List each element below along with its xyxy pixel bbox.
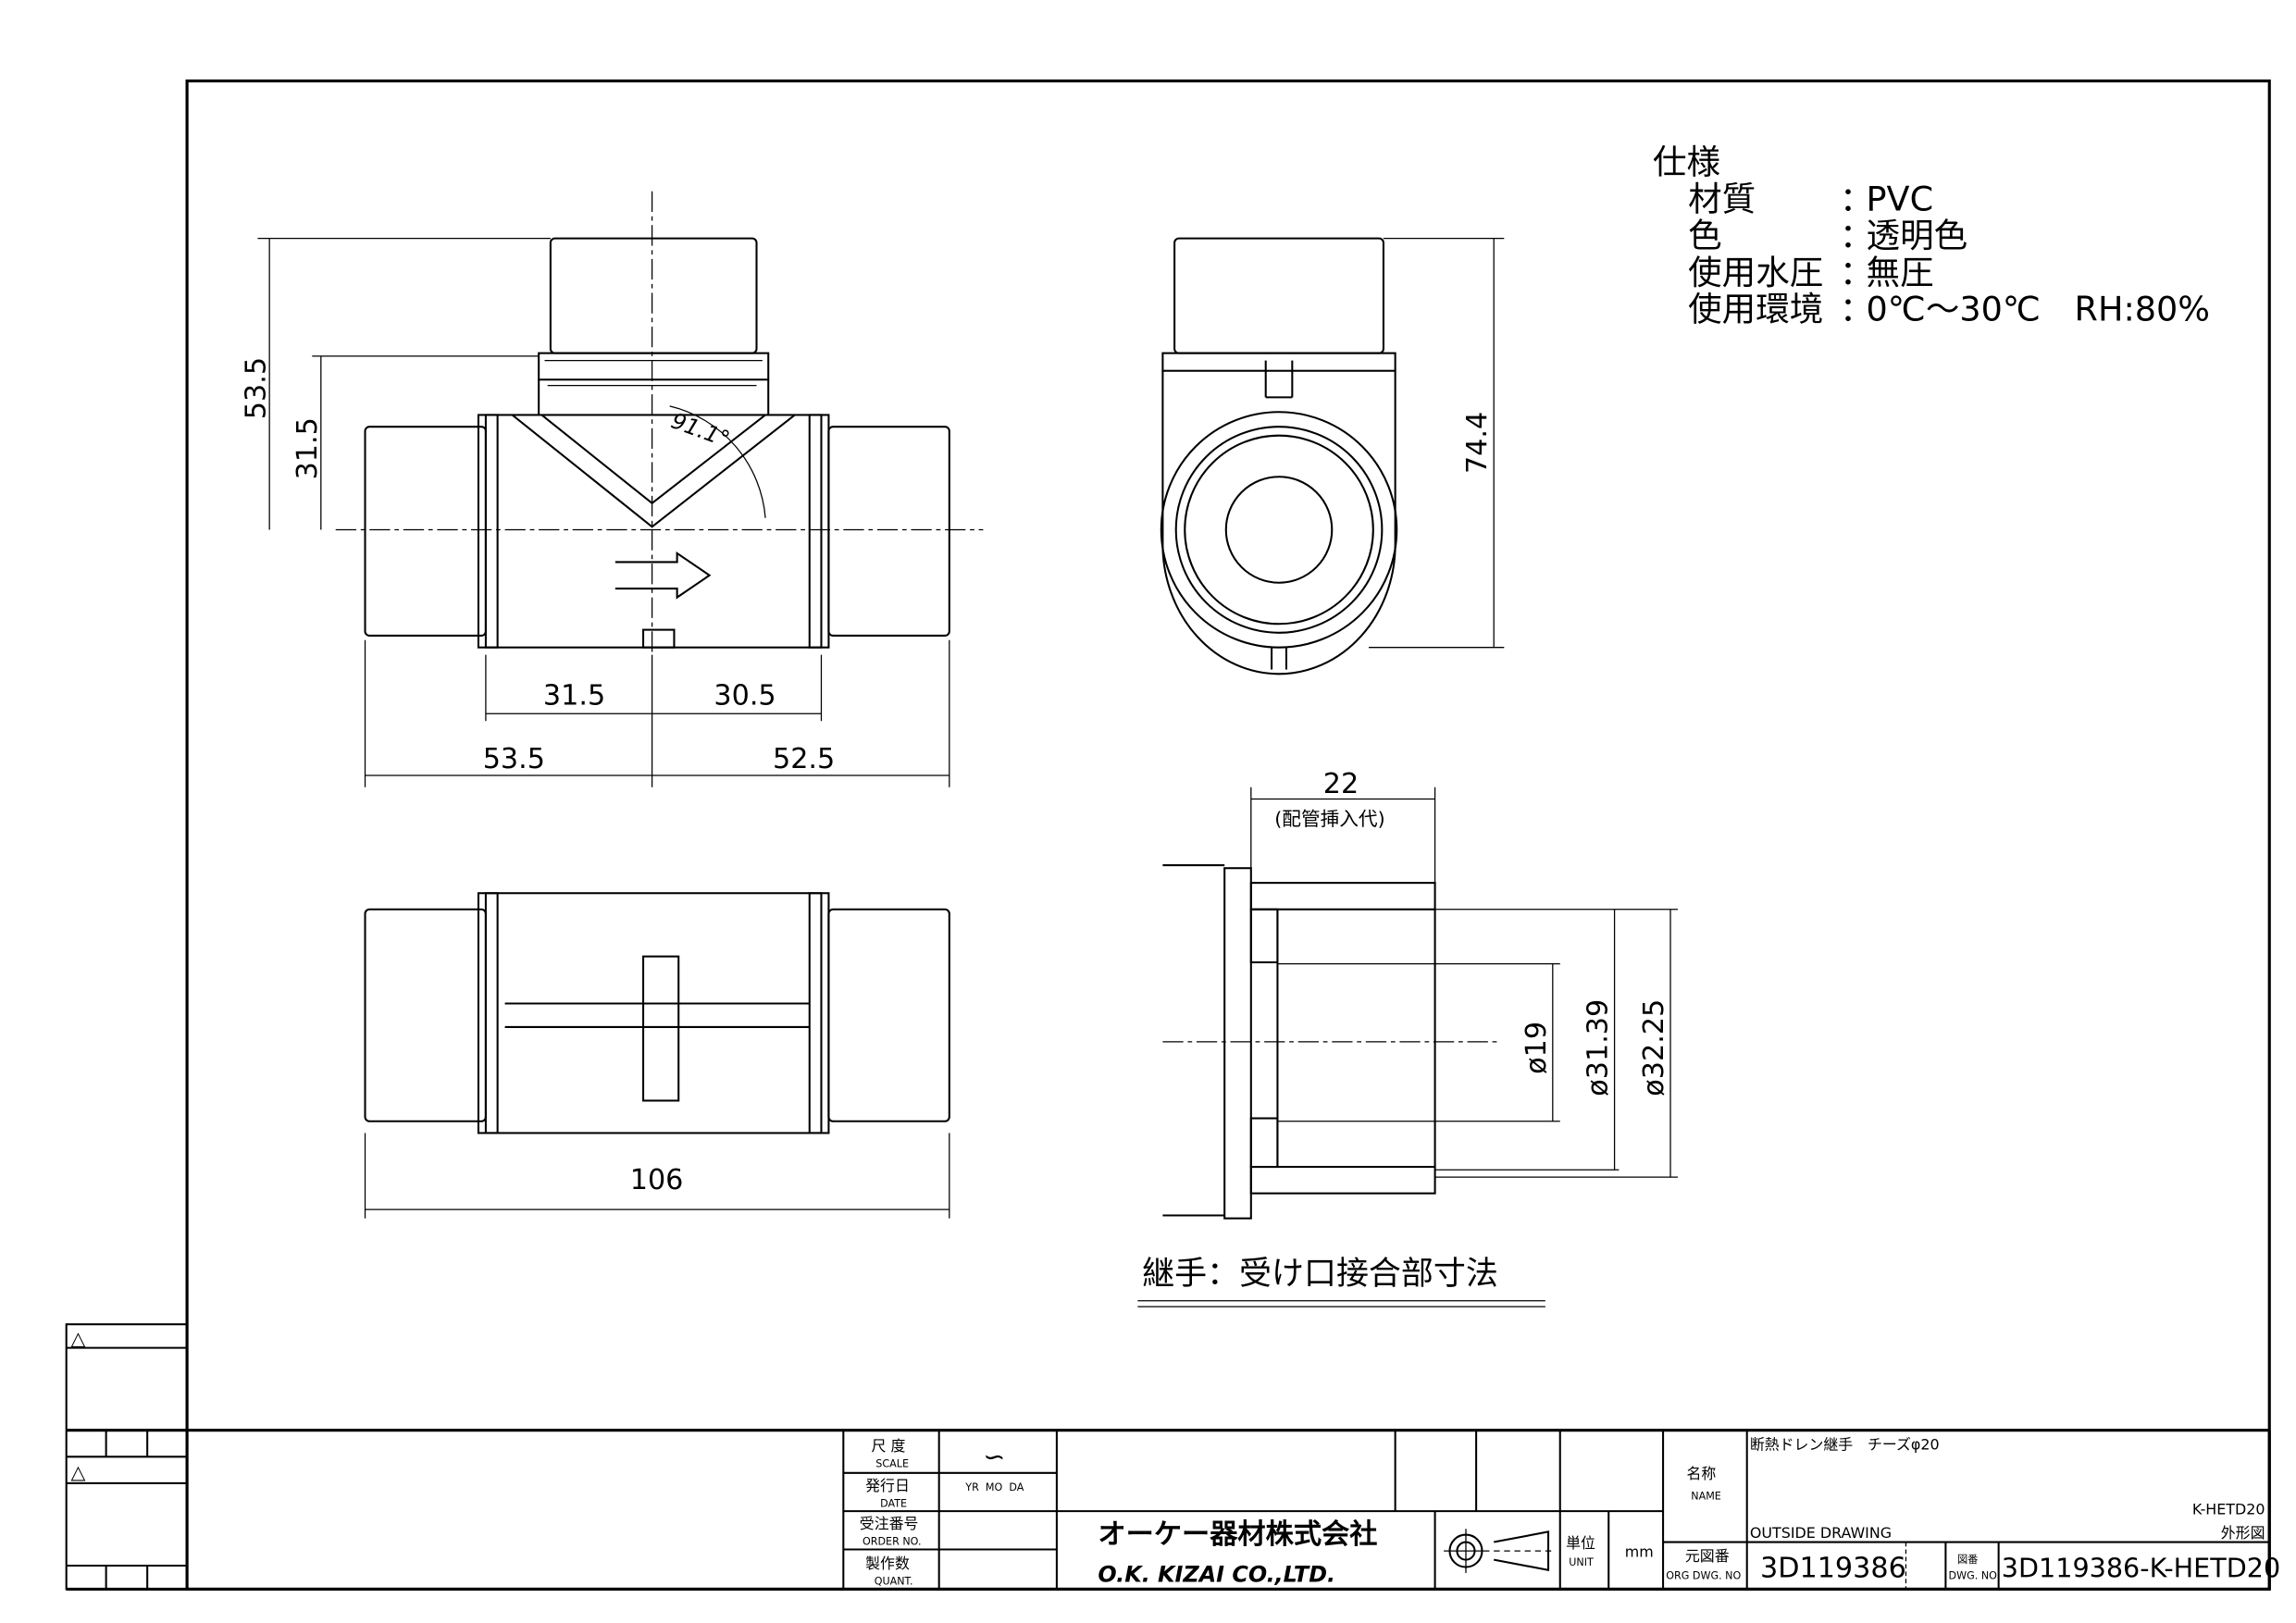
third-angle-projection-icon bbox=[1444, 1529, 1553, 1573]
order-label-en: ORDER NO. bbox=[863, 1536, 922, 1548]
dim-length: 106 bbox=[630, 1164, 684, 1196]
name-label-en: NAME bbox=[1691, 1490, 1721, 1502]
spec-sep: ： bbox=[1840, 253, 1874, 292]
model-number: K-HETD20 bbox=[2192, 1500, 2265, 1518]
section-caption: 継手：受け口接合部寸法 bbox=[1142, 1256, 1498, 1293]
date-label: 発行日 bbox=[865, 1477, 910, 1494]
spec-row: 使用環境 ： 0℃～30℃ RH:80% bbox=[1688, 290, 2210, 329]
dim-insert: 22 bbox=[1323, 768, 1359, 800]
quant-label: 製作数 bbox=[865, 1555, 910, 1572]
spec-value: PVC bbox=[1867, 179, 1934, 218]
order-label: 受注番号 bbox=[860, 1515, 919, 1532]
spec-value: 0℃～30℃ RH:80% bbox=[1867, 290, 2211, 329]
org-dwg-value: 3D119386 bbox=[1760, 1553, 1906, 1585]
spec-label: 使用水圧 bbox=[1688, 253, 1823, 292]
dim-left-inner: 31.5 bbox=[543, 680, 605, 712]
scale-label-en: SCALE bbox=[875, 1457, 909, 1469]
company-name-en: O.K. KIZAI CO.,LTD. bbox=[1098, 1561, 1335, 1587]
spec-heading: 仕様 bbox=[1653, 142, 1720, 182]
scale-value: ∽ bbox=[983, 1441, 1005, 1472]
spec-block: 仕様 材質 ： PVC 色 ： 透明色 使用水圧 ： 無圧 使用環境 ： 0℃～… bbox=[1653, 142, 2210, 329]
dwg-label-en: DWG. NO bbox=[1949, 1569, 1998, 1581]
unit-label: 単位 bbox=[1566, 1534, 1595, 1552]
spec-value: 無圧 bbox=[1867, 253, 1934, 292]
revision-block: △ △ bbox=[65, 1323, 189, 1591]
date-value: YR MO DA bbox=[964, 1481, 1024, 1493]
spec-row: 材質 ： PVC bbox=[1688, 179, 1933, 218]
revision-mark: △ bbox=[70, 1327, 85, 1349]
spec-sep: ： bbox=[1840, 290, 1874, 329]
spec-label: 色 bbox=[1688, 216, 1722, 255]
spec-row: 使用水圧 ： 無圧 bbox=[1688, 253, 1934, 292]
spec-row: 色 ： 透明色 bbox=[1688, 216, 1967, 255]
org-dwg-label: 元図番 bbox=[1685, 1547, 1730, 1565]
side-view: 74.4 bbox=[1160, 237, 1505, 675]
dim-height-center: 31.5 bbox=[292, 417, 324, 479]
unit-value: mm bbox=[1625, 1542, 1654, 1560]
drawing-type: 外形図 bbox=[2221, 1524, 2265, 1542]
dim-right-outer: 52.5 bbox=[773, 743, 835, 775]
dia-32-25: ø32.25 bbox=[1638, 999, 1670, 1096]
spec-sep: ： bbox=[1840, 216, 1874, 255]
title-block: 尺 度 SCALE ∽ 発行日 DATE YR MO DA 受注番号 ORDER… bbox=[66, 1429, 2280, 1592]
name-label: 名称 bbox=[1687, 1465, 1717, 1482]
spec-label: 材質 bbox=[1688, 179, 1756, 218]
dim-left-outer: 53.5 bbox=[483, 743, 545, 775]
section-view: ø19 ø31.39 ø32.25 22 (配管挿入代) 継手：受け口接合部寸法 bbox=[1137, 768, 1678, 1307]
scale-label: 尺 度 bbox=[872, 1437, 906, 1455]
bottom-view: 106 bbox=[364, 892, 950, 1219]
dim-insert-note: (配管挿入代) bbox=[1274, 808, 1384, 830]
revision-mark: △ bbox=[70, 1461, 85, 1483]
dwg-label: 図番 bbox=[1957, 1554, 1978, 1566]
dwg-value: 3D119386-K-HETD20 bbox=[2002, 1553, 2280, 1584]
company-name-jp: オーケー器材株式会社 bbox=[1098, 1518, 1377, 1551]
front-view: 91.1° 53.5 31.5 31.5 30.5 53.5 52.5 bbox=[240, 191, 984, 787]
dia-31-39: ø31.39 bbox=[1582, 999, 1615, 1096]
date-label-en: DATE bbox=[880, 1497, 907, 1509]
outside-drawing-label: OUTSIDE DRAWING bbox=[1750, 1524, 1892, 1542]
dia-19: ø19 bbox=[1520, 1022, 1553, 1074]
dim-side-height: 74.4 bbox=[1461, 412, 1494, 474]
spec-value: 透明色 bbox=[1867, 216, 1968, 255]
unit-label-en: UNIT bbox=[1569, 1556, 1594, 1568]
product-name: 断熱ドレン継手 チーズφ20 bbox=[1750, 1435, 1940, 1453]
quant-label-en: QUANT. bbox=[875, 1576, 913, 1588]
dim-height-total: 53.5 bbox=[240, 357, 272, 419]
spec-sep: ： bbox=[1840, 179, 1874, 218]
org-dwg-label-en: ORG DWG. NO bbox=[1666, 1569, 1741, 1581]
dim-right-inner: 30.5 bbox=[714, 680, 776, 712]
spec-label: 使用環境 bbox=[1688, 290, 1823, 329]
